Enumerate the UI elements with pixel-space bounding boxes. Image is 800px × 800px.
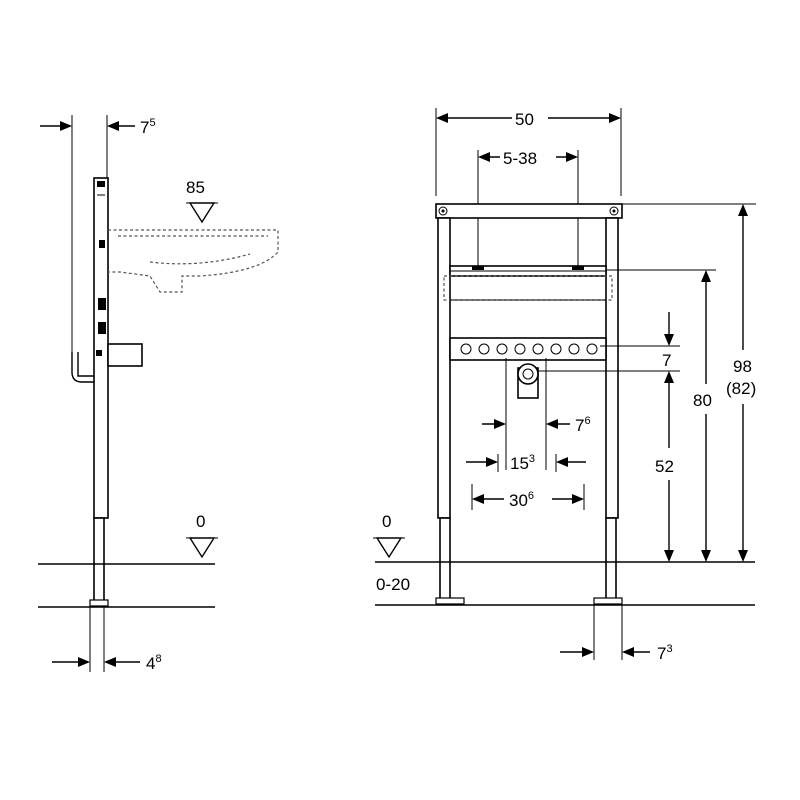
front-floor-level-icon xyxy=(375,537,403,559)
front-view: 50 5-38 xyxy=(373,108,756,663)
front-foot-offset-label: 73 xyxy=(657,643,673,663)
side-leg-depth-label: 48 xyxy=(146,653,162,673)
side-view: 75 85 0 xyxy=(38,115,279,673)
waste-pipe-icon xyxy=(517,363,539,385)
front-width-label: 50 xyxy=(515,110,534,129)
front-supply-spacing-label: 76 xyxy=(575,415,591,435)
side-frame-upright xyxy=(93,177,109,519)
side-frame-leg xyxy=(93,517,105,605)
front-waste-height-label: 52 xyxy=(655,457,674,476)
front-frame-right-upright xyxy=(605,217,619,519)
basin-outline xyxy=(108,229,279,293)
front-right-leg xyxy=(605,517,617,603)
front-supply-bracket xyxy=(449,337,607,361)
side-floor-level-label: 0 xyxy=(196,512,205,531)
front-outer-spacing-label: 306 xyxy=(509,490,534,510)
front-left-leg xyxy=(439,517,451,603)
front-frame-left-upright xyxy=(437,217,451,519)
front-total-height-alt-label: (82) xyxy=(726,379,756,398)
front-inner-spacing-label: 153 xyxy=(510,453,535,473)
basin-height-label: 85 xyxy=(186,178,205,197)
front-rail-height-label: 80 xyxy=(693,391,712,410)
basin-height-level-icon xyxy=(188,202,216,224)
front-frame-top xyxy=(435,203,623,219)
side-floor-level-icon xyxy=(188,537,216,559)
front-floor-level-label: 0 xyxy=(382,512,391,531)
front-bracket-offset-label: 7 xyxy=(662,351,671,370)
front-total-height-label: 98 xyxy=(733,357,752,376)
side-depth-top-label: 75 xyxy=(140,117,156,137)
front-adjust-range-label: 5-38 xyxy=(503,149,537,168)
front-floor-adjust-label: 0-20 xyxy=(376,575,410,594)
